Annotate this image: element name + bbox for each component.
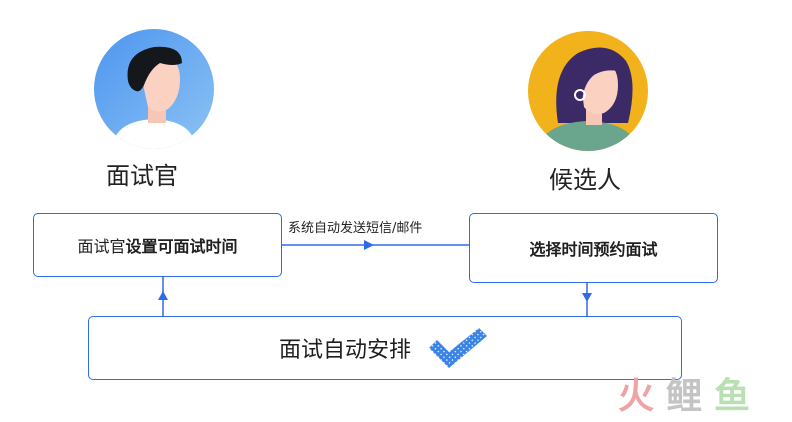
candidate-label: 候选人 — [549, 166, 621, 194]
auto-arrange-box: 面试自动安排 — [88, 316, 682, 380]
watermark-logo-icon: 火 鲤 鱼 — [618, 376, 750, 414]
connector-down-arrowhead — [582, 293, 592, 302]
connector-up-arrowhead — [158, 291, 168, 300]
svg-text:鱼: 鱼 — [714, 376, 750, 414]
interviewer-step-box: 面试官设置可面试时间 — [33, 213, 282, 277]
interviewer-avatar-icon — [94, 29, 214, 149]
interviewer-label: 面试官 — [106, 162, 178, 190]
interviewer-avatar — [94, 29, 214, 149]
arrow-label: 系统自动发送短信/邮件 — [288, 221, 423, 236]
checkmark-icon — [427, 328, 491, 368]
svg-text:火: 火 — [618, 376, 654, 414]
candidate-avatar-icon — [528, 31, 648, 151]
candidate-step-action: 选择时间预约面试 — [529, 240, 658, 259]
connector-right-arrowhead — [364, 240, 374, 250]
auto-arrange-label: 面试自动安排 — [278, 338, 411, 363]
candidate-avatar — [528, 31, 648, 151]
candidate-step-box: 选择时间预约面试 — [469, 213, 718, 283]
svg-text:鲤: 鲤 — [666, 376, 702, 414]
interviewer-step-action: 设置可面试时间 — [125, 237, 238, 256]
interviewer-step-prefix: 面试官 — [77, 237, 126, 256]
watermark-logo: 火 鲤 鱼 — [618, 374, 768, 414]
